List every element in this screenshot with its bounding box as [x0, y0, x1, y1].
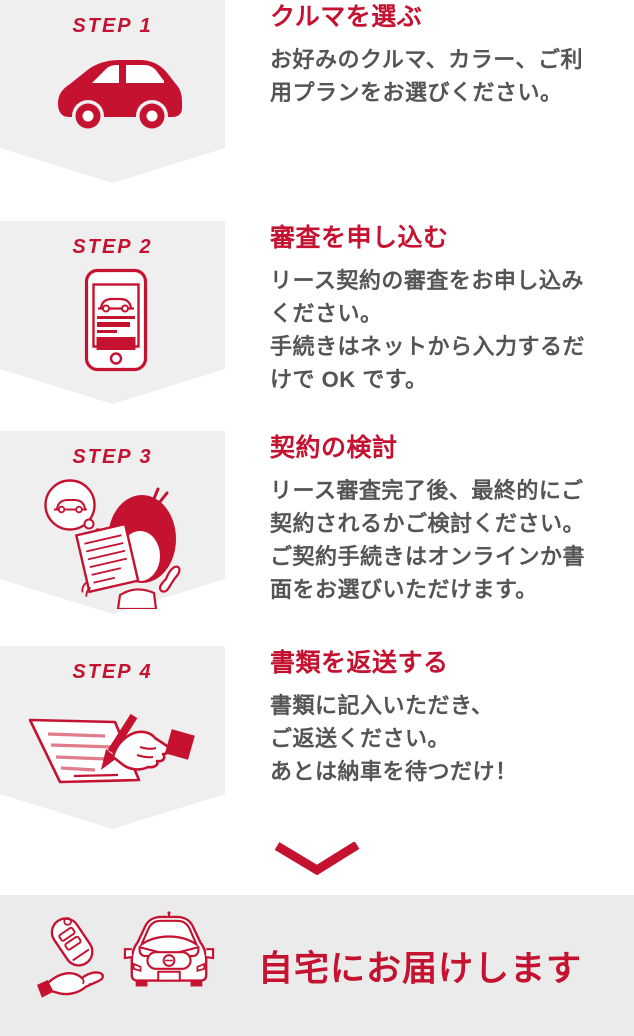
step-2-text: 審査を申し込む リース契約の審査をお申し込み ください。 手続きはネットから入力…: [270, 223, 626, 396]
step-2-line-1: リース契約の審査をお申し込み: [270, 268, 584, 293]
step-4-description: 書類に記入いただき、 ご返送ください。 あとは納車を待つだけ！: [270, 689, 626, 788]
step-1-line-1: お好みのクルマ、カラー、ご利: [270, 47, 584, 72]
step-2-title: 審査を申し込む: [270, 224, 449, 252]
step-1-label: STEP 1: [72, 15, 153, 37]
step-3-line-4: 面をお選びいただけます。: [270, 577, 538, 602]
step-3-description: リース審査完了後、最終的にご 契約されるかご検討ください。 ご契約手続きはオンラ…: [270, 474, 626, 606]
delivery-banner: 自宅にお届けします: [0, 895, 634, 1036]
step-4-title: 書類を返送する: [270, 649, 449, 677]
document-signing-icon: [16, 700, 201, 812]
smartphone-application-icon: [84, 268, 148, 372]
step-4-line-1: 書類に記入いただき、: [270, 693, 494, 718]
step-1-title: クルマを選ぶ: [270, 3, 423, 31]
step-2-row: STEP 2 審査を申し込む リース契約の審査をお: [0, 221, 634, 404]
step-2-description: リース契約の審査をお申し込み ください。 手続きはネットから入力するだ けで O…: [270, 264, 626, 396]
person-considering-icon: [32, 479, 182, 611]
step-3-line-1: リース審査完了後、最終的にご: [270, 478, 584, 503]
step-4-line-3: あとは納車を待つだけ！: [270, 759, 518, 784]
step-3-line-2: 契約されるかご検討ください。: [270, 511, 586, 536]
step-1-text: クルマを選ぶ お好みのクルマ、カラー、ご利 用プランをお選びください。: [270, 2, 626, 109]
car-front-icon: [121, 909, 217, 1011]
step-4-line-2: ご返送ください。: [270, 726, 451, 751]
step-4-label: STEP 4: [72, 661, 153, 683]
step-3-title: 契約の検討: [270, 434, 398, 462]
delivery-message: 自宅にお届けします: [258, 949, 583, 988]
car-key-hand-icon: [37, 914, 117, 1009]
step-3-row: STEP 3: [0, 431, 634, 614]
step-2-line-4: けで OK です。: [270, 367, 428, 392]
step-1-row: STEP 1 クルマを選ぶ お好みのクルマ、カラー、ご利 用プランをお選びくださ…: [0, 0, 634, 183]
step-2-line-3: 手続きはネットから入力するだ: [270, 334, 586, 359]
step-3-text: 契約の検討 リース審査完了後、最終的にご 契約されるかご検討ください。 ご契約手…: [270, 433, 626, 606]
step-1-line-2: 用プランをお選びください。: [270, 80, 563, 105]
step-3-line-3: ご契約手続きはオンラインか書: [270, 544, 586, 569]
step-4-row: STEP 4 書類を返送する 書類に記入いただき、 ご返送ください。 あとは納車…: [0, 646, 634, 829]
step-3-label: STEP 3: [72, 446, 153, 468]
car-side-icon: [55, 50, 185, 142]
step-4-text: 書類を返送する 書類に記入いただき、 ご返送ください。 あとは納車を待つだけ！: [270, 648, 626, 788]
step-1-description: お好みのクルマ、カラー、ご利 用プランをお選びください。: [270, 43, 626, 109]
chevron-down-icon: [273, 841, 361, 876]
step-2-line-2: ください。: [270, 301, 383, 326]
step-2-label: STEP 2: [72, 236, 153, 258]
